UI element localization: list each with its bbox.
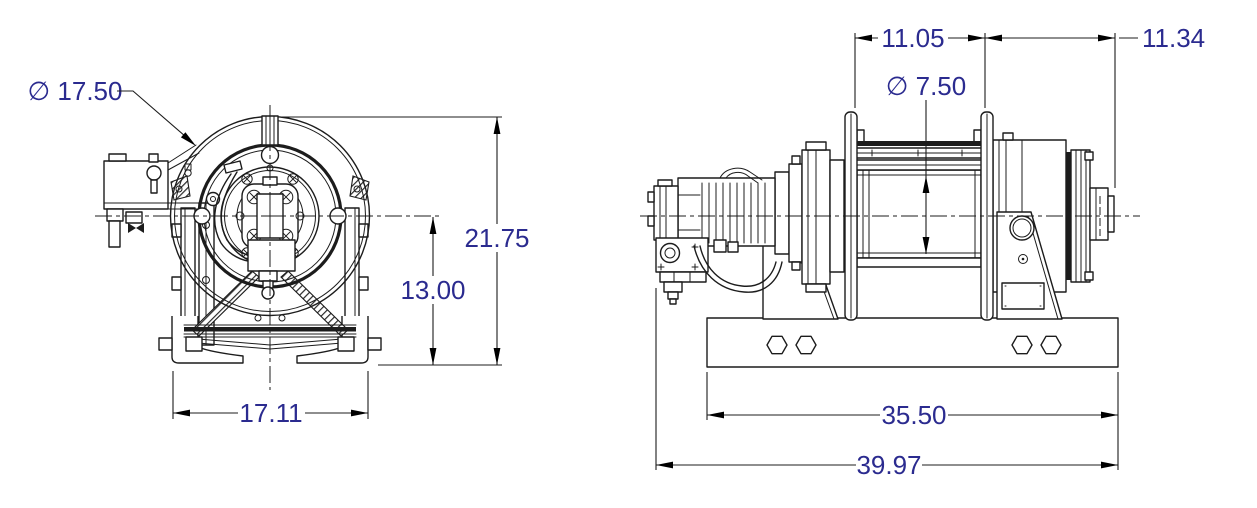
hex-bolt	[795, 335, 817, 355]
dim-base-length: 35.50	[706, 372, 1119, 470]
dim-overall-length-label: 39.97	[856, 450, 921, 480]
dim-overall-length: 39.97	[655, 288, 1118, 480]
front-view: ∅ 17.50 21.75 13.00	[28, 76, 530, 428]
dim-centerline-height: 13.00	[400, 217, 466, 365]
hex-bolt	[766, 335, 788, 355]
dim-overall-height-label: 21.75	[464, 223, 529, 253]
dim-base-width-label: 17.11	[239, 398, 302, 428]
dim-base-length-label: 35.50	[881, 400, 946, 430]
dim-centerline-height-label: 13.00	[400, 275, 465, 305]
dim-flange-diameter-label: ∅ 17.50	[28, 76, 123, 106]
nameplate	[1001, 282, 1045, 310]
dim-drum-width-label: 11.05	[881, 23, 944, 53]
side-base	[706, 317, 1119, 368]
dim-flange-diameter: ∅ 17.50	[28, 76, 199, 149]
front-centerlines	[95, 105, 442, 390]
dim-drum-core-diameter-label: ∅ 7.50	[886, 71, 966, 101]
dim-drum-core-diameter: ∅ 7.50	[886, 71, 966, 254]
dim-motor-end-width: 11.34	[985, 23, 1205, 188]
dim-overall-height: 21.75	[280, 116, 530, 366]
hex-bolt	[1011, 335, 1033, 355]
front-valve-box	[103, 144, 200, 248]
side-motor	[647, 141, 845, 305]
dim-base-width: 17.11	[172, 371, 369, 428]
side-view: 11.05 11.34 ∅ 7.50 35.50	[640, 23, 1205, 480]
hex-bolt	[1040, 335, 1062, 355]
drum-barrel	[856, 169, 982, 259]
dim-motor-end-width-label: 11.34	[1142, 23, 1205, 53]
front-brace-right	[280, 270, 349, 337]
dim-drum-width: 11.05	[854, 23, 986, 108]
